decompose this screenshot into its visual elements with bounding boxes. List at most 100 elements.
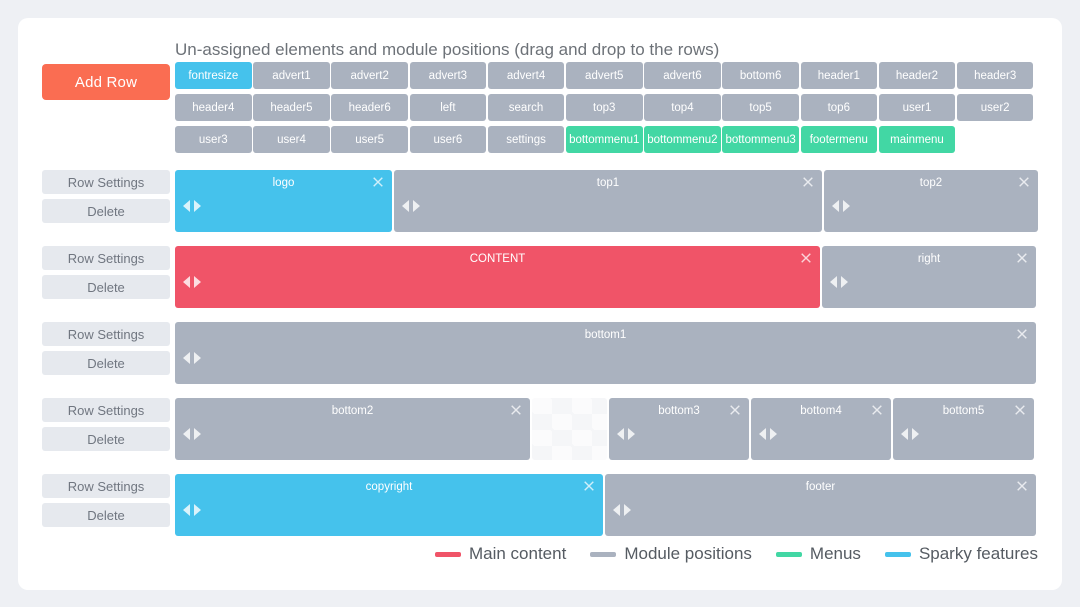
resize-arrows[interactable]: [759, 428, 777, 440]
unassigned-chip-header2[interactable]: header2: [878, 62, 956, 89]
unassigned-chip-header3[interactable]: header3: [956, 62, 1034, 89]
row-settings-button[interactable]: Row Settings: [42, 170, 170, 194]
close-icon[interactable]: [509, 403, 523, 417]
layout-cell-footer[interactable]: footer: [605, 474, 1036, 536]
arrow-left-icon[interactable]: [832, 200, 839, 212]
arrow-left-icon[interactable]: [183, 504, 190, 516]
arrow-left-icon[interactable]: [183, 200, 190, 212]
unassigned-chip-bottommenu1[interactable]: bottommenu1: [565, 126, 643, 153]
empty-drop-slot[interactable]: [532, 398, 607, 460]
unassigned-chip-header6[interactable]: header6: [331, 94, 408, 121]
resize-arrows[interactable]: [402, 200, 420, 212]
layout-cell-CONTENT[interactable]: CONTENT: [175, 246, 820, 308]
arrow-left-icon[interactable]: [901, 428, 908, 440]
layout-cell-copyright[interactable]: copyright: [175, 474, 603, 536]
arrow-right-icon[interactable]: [194, 200, 201, 212]
layout-cell-top2[interactable]: top2: [824, 170, 1038, 232]
layout-cell-bottom1[interactable]: bottom1: [175, 322, 1036, 384]
layout-cell-top1[interactable]: top1: [394, 170, 822, 232]
unassigned-chip-advert3[interactable]: advert3: [409, 62, 487, 89]
arrow-right-icon[interactable]: [628, 428, 635, 440]
resize-arrows[interactable]: [617, 428, 635, 440]
unassigned-chip-top6[interactable]: top6: [800, 94, 878, 121]
close-icon[interactable]: [1017, 175, 1031, 189]
layout-cell-bottom3[interactable]: bottom3: [609, 398, 749, 460]
row-delete-button[interactable]: Delete: [42, 351, 170, 375]
add-row-button[interactable]: Add Row: [42, 64, 170, 100]
arrow-right-icon[interactable]: [194, 352, 201, 364]
arrow-right-icon[interactable]: [624, 504, 631, 516]
unassigned-chip-top5[interactable]: top5: [722, 94, 799, 121]
arrow-right-icon[interactable]: [194, 276, 201, 288]
layout-cell-logo[interactable]: logo: [175, 170, 392, 232]
resize-arrows[interactable]: [183, 504, 201, 516]
resize-arrows[interactable]: [183, 200, 201, 212]
unassigned-chip-header4[interactable]: header4: [175, 94, 252, 121]
row-settings-button[interactable]: Row Settings: [42, 474, 170, 498]
close-icon[interactable]: [870, 403, 884, 417]
unassigned-chip-user5[interactable]: user5: [331, 126, 408, 153]
unassigned-chip-advert6[interactable]: advert6: [644, 62, 721, 89]
unassigned-chip-user4[interactable]: user4: [253, 126, 330, 153]
close-icon[interactable]: [801, 175, 815, 189]
arrow-left-icon[interactable]: [183, 428, 190, 440]
unassigned-chip-search[interactable]: search: [487, 94, 565, 121]
resize-arrows[interactable]: [183, 428, 201, 440]
unassigned-chip-bottom6[interactable]: bottom6: [722, 62, 799, 89]
resize-arrows[interactable]: [613, 504, 631, 516]
row-settings-button[interactable]: Row Settings: [42, 398, 170, 422]
unassigned-chip-bottommenu2[interactable]: bottommenu2: [644, 126, 721, 153]
row-delete-button[interactable]: Delete: [42, 427, 170, 451]
unassigned-chip-left[interactable]: left: [409, 94, 487, 121]
arrow-right-icon[interactable]: [770, 428, 777, 440]
unassigned-chip-user6[interactable]: user6: [409, 126, 487, 153]
close-icon[interactable]: [582, 479, 596, 493]
unassigned-chip-bottommenu3[interactable]: bottommenu3: [722, 126, 799, 153]
unassigned-chip-advert4[interactable]: advert4: [487, 62, 565, 89]
arrow-right-icon[interactable]: [194, 428, 201, 440]
resize-arrows[interactable]: [832, 200, 850, 212]
unassigned-chip-fontresize[interactable]: fontresize: [175, 62, 252, 89]
close-icon[interactable]: [728, 403, 742, 417]
unassigned-chip-user2[interactable]: user2: [956, 94, 1034, 121]
unassigned-chip-settings[interactable]: settings: [487, 126, 565, 153]
resize-arrows[interactable]: [183, 352, 201, 364]
unassigned-chip-header5[interactable]: header5: [253, 94, 330, 121]
unassigned-chip-top3[interactable]: top3: [565, 94, 643, 121]
unassigned-chip-header1[interactable]: header1: [800, 62, 878, 89]
arrow-right-icon[interactable]: [912, 428, 919, 440]
close-icon[interactable]: [1015, 251, 1029, 265]
unassigned-chip-footermenu[interactable]: footermenu: [800, 126, 878, 153]
arrow-left-icon[interactable]: [830, 276, 837, 288]
resize-arrows[interactable]: [830, 276, 848, 288]
close-icon[interactable]: [799, 251, 813, 265]
close-icon[interactable]: [371, 175, 385, 189]
arrow-left-icon[interactable]: [183, 276, 190, 288]
arrow-right-icon[interactable]: [413, 200, 420, 212]
layout-cell-bottom2[interactable]: bottom2: [175, 398, 530, 460]
arrow-right-icon[interactable]: [841, 276, 848, 288]
layout-cell-right[interactable]: right: [822, 246, 1036, 308]
close-icon[interactable]: [1013, 403, 1027, 417]
unassigned-chip-user3[interactable]: user3: [175, 126, 252, 153]
unassigned-chip-mainmenu[interactable]: mainmenu: [878, 126, 956, 153]
row-delete-button[interactable]: Delete: [42, 275, 170, 299]
arrow-left-icon[interactable]: [402, 200, 409, 212]
close-icon[interactable]: [1015, 479, 1029, 493]
arrow-left-icon[interactable]: [617, 428, 624, 440]
row-delete-button[interactable]: Delete: [42, 199, 170, 223]
row-settings-button[interactable]: Row Settings: [42, 246, 170, 270]
layout-cell-bottom5[interactable]: bottom5: [893, 398, 1034, 460]
arrow-right-icon[interactable]: [194, 504, 201, 516]
row-settings-button[interactable]: Row Settings: [42, 322, 170, 346]
unassigned-chip-advert1[interactable]: advert1: [253, 62, 330, 89]
layout-cell-bottom4[interactable]: bottom4: [751, 398, 891, 460]
resize-arrows[interactable]: [901, 428, 919, 440]
arrow-left-icon[interactable]: [613, 504, 620, 516]
close-icon[interactable]: [1015, 327, 1029, 341]
unassigned-chip-top4[interactable]: top4: [644, 94, 721, 121]
resize-arrows[interactable]: [183, 276, 201, 288]
arrow-left-icon[interactable]: [759, 428, 766, 440]
unassigned-chip-advert2[interactable]: advert2: [331, 62, 408, 89]
row-delete-button[interactable]: Delete: [42, 503, 170, 527]
